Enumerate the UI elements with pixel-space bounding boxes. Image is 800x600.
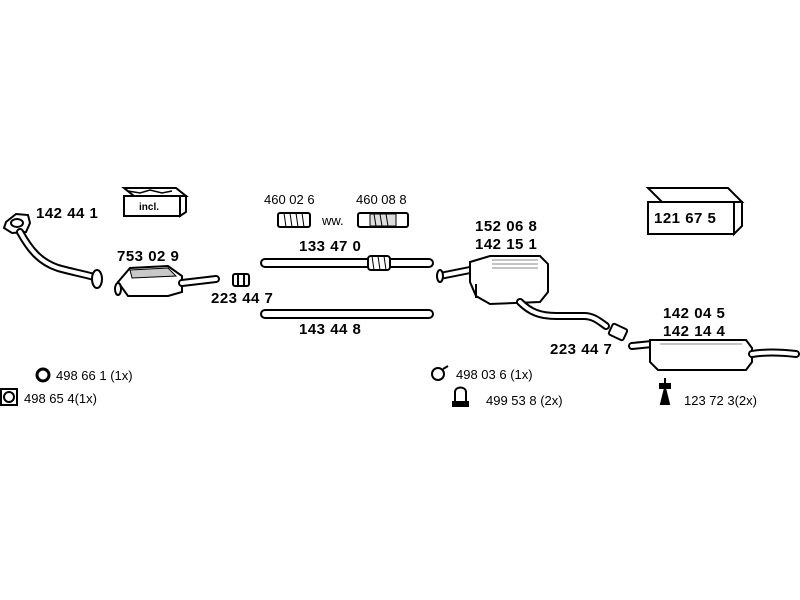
mounting-kit-box — [645, 187, 745, 237]
small-part-ring-a: 498 66 1 (1x) — [56, 368, 133, 383]
ring-icon — [35, 367, 51, 383]
front-pipe — [2, 212, 103, 289]
center-pipe-b — [260, 309, 434, 319]
catalyst — [114, 264, 220, 297]
part-label-mounting-kit: 121 67 5 — [654, 210, 717, 227]
center-pipe-a — [260, 255, 434, 271]
part-label-center-pipe-b: 143 44 8 — [299, 321, 362, 338]
small-part-gasket-a: 498 65 4(1x) — [24, 391, 97, 406]
flex-piece-a — [277, 212, 311, 228]
part-label-middle-silencer-b: 142 15 1 — [475, 236, 538, 253]
part-label-catalyst: 753 02 9 — [117, 248, 180, 265]
hanger-b-icon — [659, 378, 671, 405]
middle-silencer — [436, 255, 610, 330]
flex-piece-b — [357, 212, 409, 228]
small-part-hanger-b: 123 72 3(2x) — [684, 393, 757, 408]
rear-silencer — [628, 339, 800, 371]
small-part-ring-b: 498 03 6 (1x) — [456, 367, 533, 382]
part-label-rear-silencer-a: 142 04 5 — [663, 305, 726, 322]
part-label-front-pipe: 142 44 1 — [36, 205, 99, 222]
ww-label: ww. — [322, 213, 344, 228]
gasket-icon — [0, 388, 18, 406]
kit-note: incl. — [139, 202, 160, 213]
part-label-middle-silencer-a: 152 06 8 — [475, 218, 538, 235]
part-label-flex-a: 460 02 6 — [264, 192, 315, 207]
part-label-center-pipe-a: 133 47 0 — [299, 238, 362, 255]
part-label-clamp-a: 223 44 7 — [211, 290, 274, 307]
ring-clamp-icon — [431, 365, 449, 381]
hanger-icon — [452, 386, 469, 407]
part-label-flex-b: 460 08 8 — [356, 192, 407, 207]
clamp-b — [607, 322, 629, 342]
small-part-hanger-a: 499 53 8 (2x) — [486, 393, 563, 408]
part-label-rear-silencer-b: 142 14 4 — [663, 323, 726, 340]
clamp-a — [232, 273, 250, 287]
kit-box-incl — [121, 187, 189, 218]
part-label-clamp-b: 223 44 7 — [550, 341, 613, 358]
